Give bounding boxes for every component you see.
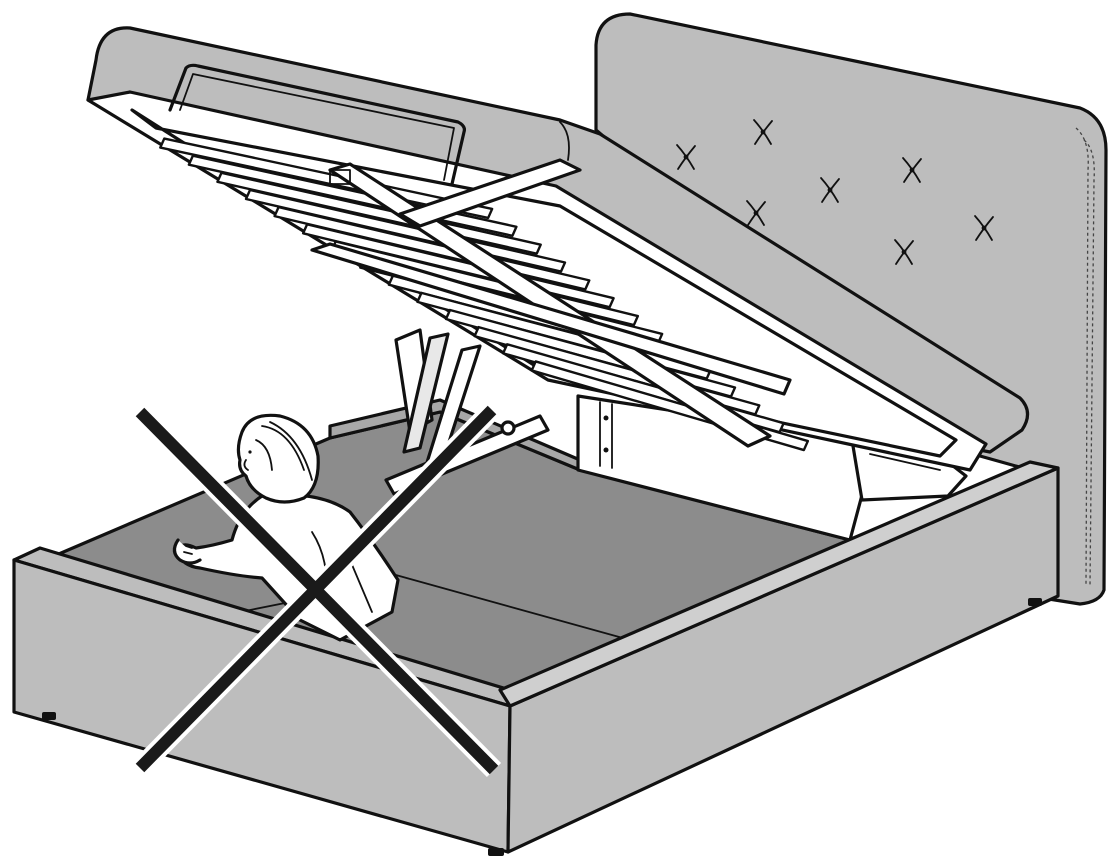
tuft-button-icon [894,239,914,265]
tuft-button-icon [746,200,766,226]
bed-foot [42,712,56,720]
tuft-button-icon [974,215,994,241]
tuft-button-icon [753,119,773,145]
headboard-buttons [676,119,994,265]
support-beams [310,158,792,448]
prohibited-cross-icon [132,402,502,778]
tuft-button-icon [676,144,696,170]
lift-handle [168,63,466,186]
tuft-button-icon [902,157,922,183]
bed-foot [1028,598,1042,606]
tuft-button-icon [820,177,840,203]
bed-foot [488,848,504,856]
